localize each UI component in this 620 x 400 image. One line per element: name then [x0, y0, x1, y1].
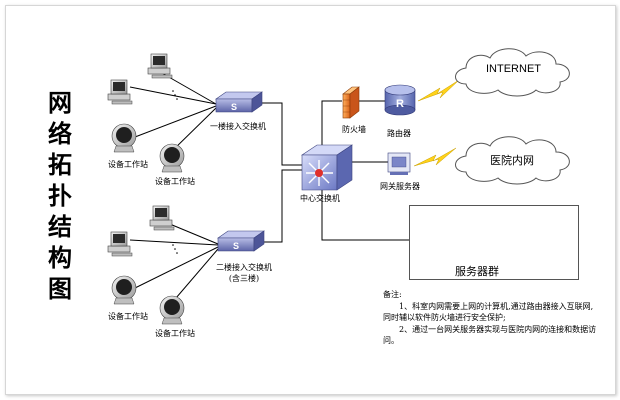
workstation-label: 设备工作站 — [155, 177, 195, 186]
router-label: 路由器 — [387, 129, 411, 138]
internet-cloud-icon — [455, 48, 570, 97]
access-switch-2-icon: S — [217, 230, 265, 252]
access-switch-1-icon: S — [215, 91, 263, 113]
hospital-intranet-label: 医院内网 — [490, 154, 534, 167]
notes-title: 备注: — [383, 290, 402, 299]
pc-desktop-icon — [107, 79, 133, 105]
hospital-intranet-cloud-icon — [455, 136, 570, 185]
notes-item-1: 1、科室内网需要上网的计算机,通过路由器接入互联网,同时辅以软件防火墙进行安全保… — [383, 301, 594, 323]
switch-2-letter: S — [233, 241, 239, 251]
firewall-label: 防火墙 — [342, 125, 366, 134]
workstation-label: 设备工作站 — [108, 312, 148, 321]
pc-desktop-icon — [149, 205, 175, 231]
internet-cloud-label: INTERNET — [486, 63, 541, 75]
gateway-label: 网关服务器 — [380, 182, 420, 191]
access-switch-1-label: 一楼接入交换机 — [210, 122, 266, 131]
workstation-monitor-icon — [159, 143, 185, 173]
workstation-label: 设备工作站 — [108, 160, 148, 169]
title-char: 图 — [48, 275, 72, 303]
title-char: 络 — [48, 120, 72, 148]
workstation-monitor-icon — [159, 295, 185, 325]
notes-block: 备注: 1、科室内网需要上网的计算机,通过路由器接入互联网,同时辅以软件防火墙进… — [383, 289, 598, 347]
gateway-server-icon — [387, 152, 411, 175]
pc-desktop-icon — [107, 231, 133, 257]
firewall-icon — [342, 86, 360, 119]
title-char: 拓 — [48, 151, 72, 179]
lightning-intranet-icon — [413, 147, 457, 167]
workstation-label: 设备工作站 — [155, 329, 195, 338]
core-switch-label: 中心交换机 — [300, 194, 340, 203]
access-switch-2-label-line2: (含三楼) — [228, 274, 260, 283]
server-cluster-box — [409, 205, 579, 280]
lightning-internet-icon — [417, 79, 460, 102]
router-letter: R — [396, 98, 404, 110]
access-switch-2-label: 二楼接入交换机 (含三楼) — [212, 262, 276, 284]
switch-1-letter: S — [231, 102, 237, 112]
title-char: 网 — [48, 89, 72, 117]
router-icon: R — [384, 84, 416, 116]
title-char: 构 — [48, 244, 72, 272]
core-switch-icon — [301, 144, 353, 191]
connection-lines — [129, 71, 500, 306]
server-cluster-label: 服务器群 — [455, 265, 499, 278]
page-title: 网 络 拓 扑 结 构 图 — [40, 88, 80, 305]
pc-desktop-icon — [147, 53, 173, 79]
access-switch-2-label-line1: 二楼接入交换机 — [216, 263, 272, 272]
notes-item-2: 2、通过一台网关服务器实现与医院内网的连接和数据访问。 — [383, 324, 597, 346]
title-char: 结 — [48, 213, 72, 241]
workstation-monitor-icon — [111, 123, 137, 153]
title-char: 扑 — [48, 182, 72, 210]
workstation-monitor-icon — [111, 275, 137, 305]
dots — [172, 90, 178, 254]
